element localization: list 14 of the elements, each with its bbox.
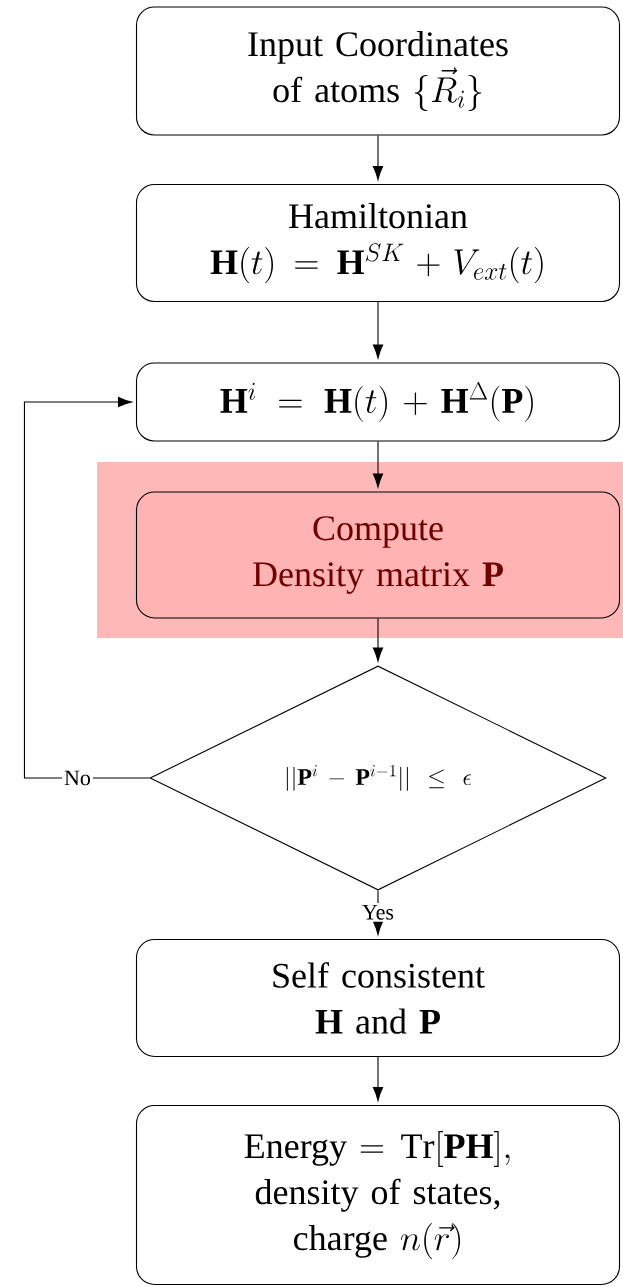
- process-box: Hamiltonian $\mathbf{H}(t) = \mathbf{H}^{SK} + V_{ext}(t)$: [135, 183, 621, 303]
- process-box: Compute Density matrix $\mathbf{P}$: [135, 491, 621, 619]
- process-box: Energy $= \mathrm{Tr}[\mathbf{PH}],$ density of states, charge $n(\vec{r})$: [135, 1104, 621, 1286]
- edge-label: Yes: [360, 903, 396, 922]
- arrow: [372, 441, 384, 488]
- arrow: [23, 396, 150, 779]
- process-box: $\mathbf{H}^i = \mathbf{H}(t) + \mathbf{H}^\Delta(\mathbf{P})$: [135, 362, 621, 442]
- edge-label: No: [62, 768, 93, 788]
- process-box: Input Coordinates of atoms $\{\vec{R}_i\}$: [135, 6, 621, 136]
- arrow: [372, 135, 384, 181]
- arrow: [372, 1056, 384, 1102]
- arrow: [372, 301, 384, 359]
- arrow: [372, 618, 384, 662]
- process-box: Self consistent $\mathbf{H}$ and $\mathbf{P}$: [135, 938, 621, 1058]
